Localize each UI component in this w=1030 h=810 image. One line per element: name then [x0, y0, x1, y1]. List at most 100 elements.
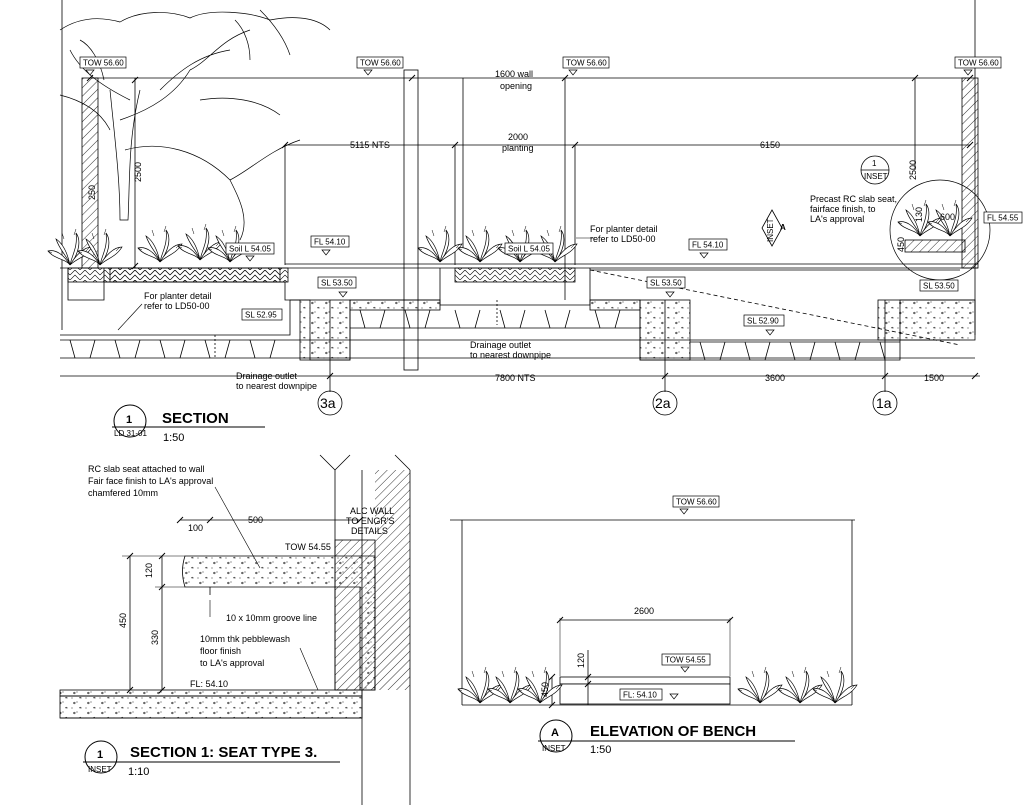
- bench-dim-2600: 2600: [634, 606, 654, 616]
- grid-2a: 2a: [655, 395, 671, 411]
- seat-dim-120: 120: [144, 563, 154, 578]
- bench-title-tag: INSET: [542, 744, 566, 753]
- section-title-number: 1: [126, 414, 132, 426]
- bench-tow-seat-tag: TOW 54.55: [661, 653, 711, 673]
- svg-text:TOW 56.60: TOW 56.60: [566, 59, 607, 68]
- dim-6150: 6150: [760, 140, 780, 150]
- dim-250: 250: [87, 185, 97, 200]
- fl-tag-right: FL 54.55: [983, 211, 1023, 224]
- seat-groove: 10 x 10mm groove line: [226, 613, 317, 623]
- svg-text:FL 54.10: FL 54.10: [692, 241, 724, 250]
- dim-2500-right: 2500: [908, 160, 918, 180]
- bench-title-letter: A: [551, 727, 559, 739]
- seat-detail: [59, 454, 411, 805]
- precast-note-1: Precast RC slab seat,: [810, 194, 897, 204]
- svg-text:A: A: [780, 223, 786, 232]
- svg-text:Soil L 54.05: Soil L 54.05: [229, 245, 272, 254]
- section-drawing: [47, 0, 991, 416]
- svg-text:FL: 54.10: FL: 54.10: [623, 691, 657, 700]
- dim-planting-1: 2000: [508, 132, 528, 142]
- tow-tag-1: TOW 56.60: [79, 56, 127, 76]
- planter-note-left-1: For planter detail: [144, 291, 212, 301]
- bench-title-block: A INSET ELEVATION OF BENCH 1:50: [538, 719, 795, 756]
- grid-3a: 3a: [320, 395, 336, 411]
- tree-sketch: [59, 9, 331, 241]
- bench-scale: 1:50: [590, 744, 611, 756]
- fl-tag-mid: FL 54.10: [688, 238, 728, 259]
- precast-note-2: fairface finish, to: [810, 204, 876, 214]
- fl-tag-left: FL 54.10: [310, 235, 350, 256]
- seat-dim-500: 500: [248, 515, 263, 525]
- dim-planting-2: planting: [502, 143, 534, 153]
- svg-text:SL 52.95: SL 52.95: [245, 311, 277, 320]
- bench-tow-tag: TOW 56.60: [672, 495, 720, 515]
- seat-note-rc-3: chamfered 10mm: [88, 488, 158, 498]
- svg-text:SL 53.50: SL 53.50: [923, 282, 955, 291]
- soil-level-left: Soil L 54.05: [225, 242, 275, 262]
- sl-tag-52-95: SL 52.95: [241, 308, 283, 321]
- svg-text:Soil L 54.05: Soil L 54.05: [508, 245, 551, 254]
- grid-1a: 1a: [876, 395, 892, 411]
- svg-text:SL 53.50: SL 53.50: [321, 279, 353, 288]
- dim-1500: 1500: [924, 373, 944, 383]
- bench-dim-120: 120: [576, 653, 586, 668]
- seat-title-number: 1: [97, 749, 103, 761]
- seat-dim-450: 450: [118, 613, 128, 628]
- svg-text:1: 1: [872, 159, 877, 168]
- dim-3600: 3600: [765, 373, 785, 383]
- dim-2500: 2500: [133, 162, 143, 182]
- svg-text:TOW 56.60: TOW 56.60: [958, 59, 999, 68]
- seat-dim-100: 100: [188, 523, 203, 533]
- dim-600: 600: [940, 212, 955, 222]
- svg-text:FL 54.10: FL 54.10: [314, 238, 346, 247]
- planter-note-mid-1: For planter detail: [590, 224, 658, 234]
- seat-alc-3: DETAILS: [351, 526, 388, 536]
- planter-note-left-2: refer to LD50-00: [144, 301, 210, 311]
- seat-tow: TOW 54.55: [285, 542, 331, 552]
- section-title-block: 1 LD 31-01 SECTION 1:50: [112, 404, 265, 444]
- section-scale: 1:50: [163, 432, 184, 444]
- sl-tag-left: SL 53.50: [317, 276, 357, 298]
- seat-scale: 1:10: [128, 766, 149, 778]
- section-title: SECTION: [162, 410, 229, 427]
- svg-text:TOW 56.60: TOW 56.60: [83, 59, 124, 68]
- seat-note-rc-2: Fair face finish to LA's approval: [88, 476, 213, 486]
- bench-title: ELEVATION OF BENCH: [590, 723, 756, 740]
- precast-note-3: LA's approval: [810, 214, 864, 224]
- dim-7800: 7800 NTS: [495, 373, 536, 383]
- sl-tag-right: SL 53.50: [919, 279, 959, 292]
- svg-text:TOW 56.60: TOW 56.60: [360, 59, 401, 68]
- dim-wall-opening-2: opening: [500, 81, 532, 91]
- seat-pebble-3: to LA's approval: [200, 658, 264, 668]
- seat-title-block: 1 INSET SECTION 1: SEAT TYPE 3. 1:10: [83, 740, 340, 778]
- svg-text:INSET: INSET: [864, 172, 888, 181]
- tow-tag-4: TOW 56.60: [954, 56, 1002, 76]
- seat-pebble-2: floor finish: [200, 646, 241, 656]
- dim-130: 130: [914, 207, 924, 222]
- dim-450: 450: [896, 237, 906, 252]
- bench-dim-450: 450: [540, 682, 550, 697]
- seat-dim-330: 330: [150, 630, 160, 645]
- dim-5115: 5115 NTS: [350, 140, 390, 150]
- drain-note-mid-2: to nearest downpipe: [470, 350, 551, 360]
- svg-text:SL 52.90: SL 52.90: [747, 317, 779, 326]
- planter-note-mid-2: refer to LD50-00: [590, 234, 656, 244]
- svg-text:FL 54.55: FL 54.55: [987, 214, 1019, 223]
- seat-alc-2: TO ENGR'S: [346, 516, 395, 526]
- drain-note-left-2: to nearest downpipe: [236, 381, 317, 391]
- seat-fl: FL: 54.10: [190, 679, 228, 689]
- seat-title: SECTION 1: SEAT TYPE 3.: [130, 744, 317, 761]
- dim-wall-opening-1: 1600 wall: [495, 69, 533, 79]
- seat-title-tag: INSET: [88, 765, 112, 774]
- svg-text:INSET: INSET: [766, 218, 775, 242]
- section-arrow-a: A INSET: [761, 209, 786, 247]
- waffle-ribs: [60, 309, 975, 361]
- seat-note-rc-1: RC slab seat attached to wall: [88, 464, 205, 474]
- tow-tag-2: TOW 56.60: [356, 56, 404, 76]
- seat-pebble-1: 10mm thk pebblewash: [200, 634, 290, 644]
- sl-tag-52-90: SL 52.90: [743, 314, 785, 336]
- section-sheet-ref: LD 31-01: [114, 429, 147, 438]
- svg-text:TOW 56.60: TOW 56.60: [676, 498, 717, 507]
- drain-note-left-1: Drainage outlet: [236, 371, 298, 381]
